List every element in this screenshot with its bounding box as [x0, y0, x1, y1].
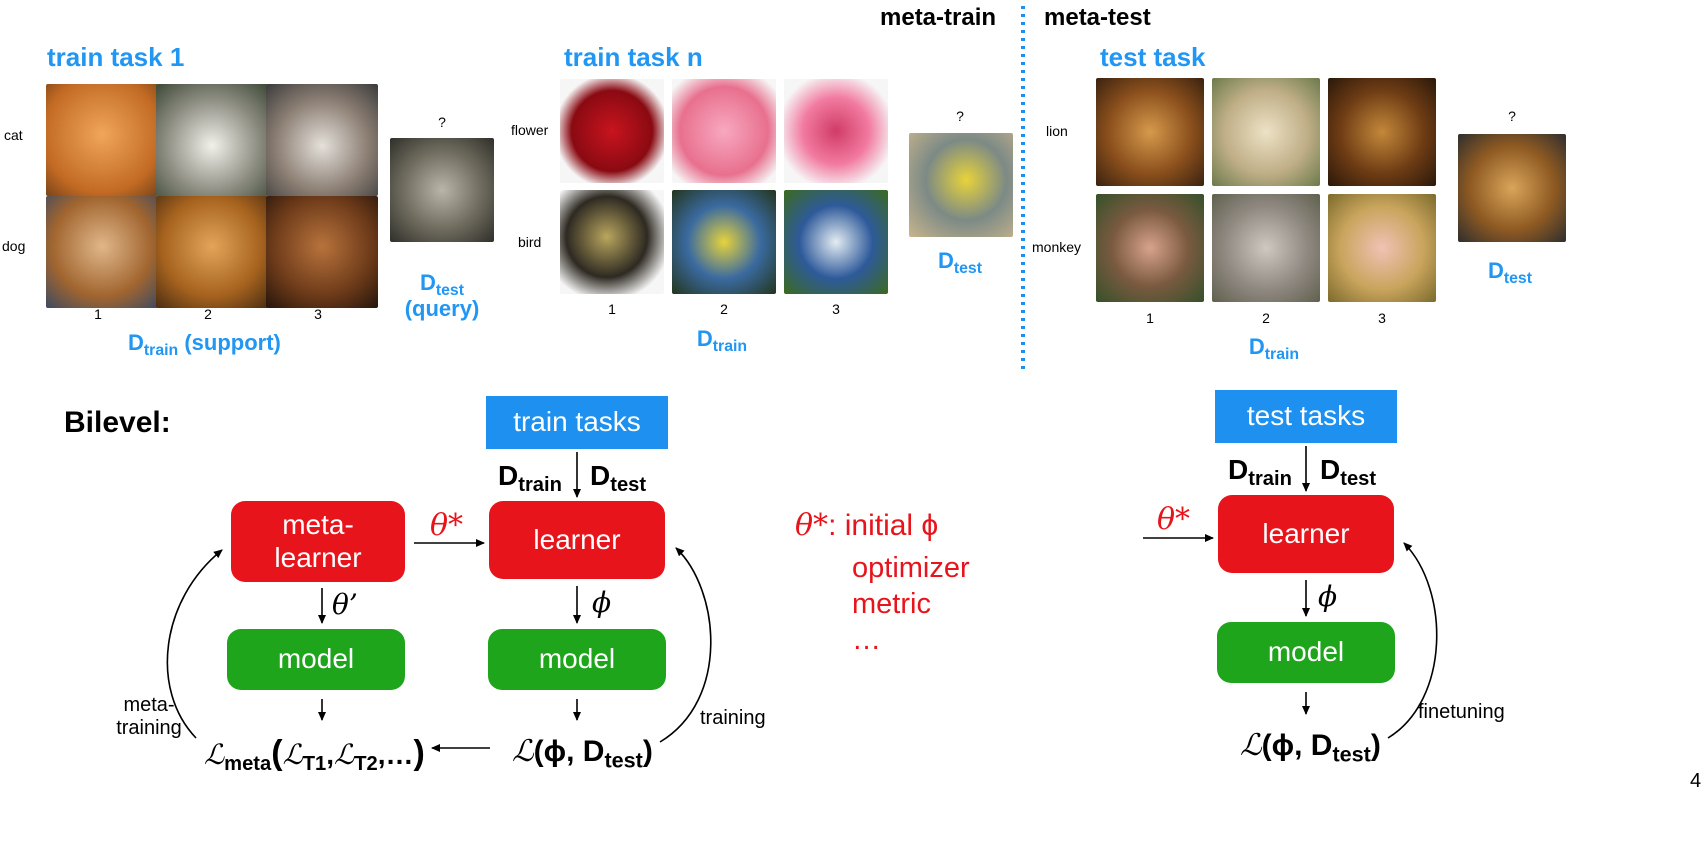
flower-photo-3	[784, 79, 888, 183]
column-label-3: 3	[314, 306, 322, 322]
dtest-query-label: Dtest	[419, 270, 465, 299]
theta-prime-label: θ’	[332, 588, 358, 621]
query-mark: ?	[438, 114, 446, 130]
model-box: model	[227, 629, 405, 690]
row-label-cat: cat	[4, 127, 23, 143]
column-label-2: 2	[204, 306, 212, 322]
training-label: training	[700, 707, 766, 729]
lion-query-photo	[1458, 134, 1566, 242]
option-ellipsis: …	[852, 624, 881, 656]
model-box: model	[1217, 622, 1395, 683]
row-label-monkey: monkey	[1032, 239, 1082, 255]
bilevel-heading: Bilevel:	[64, 406, 171, 439]
row-label-dog: dog	[2, 238, 26, 254]
meta-loss-expression: ℒmeta(ℒT1,ℒT2,…)	[204, 734, 425, 776]
train-tasks-box: train tasks	[486, 396, 668, 449]
learner-box: learner	[489, 501, 665, 579]
dtrain-label: Dtrain	[1228, 454, 1292, 491]
dtest-label: Dtest	[1320, 454, 1377, 491]
dtest-label: Dtest	[937, 248, 983, 277]
test-tasks-box: test tasks	[1215, 390, 1397, 443]
finetuning-label: finetuning	[1418, 701, 1505, 723]
dtest-label: Dtest	[590, 460, 647, 497]
cat-photo-2	[156, 84, 268, 196]
dog-photo-3	[266, 196, 378, 308]
test-task-title: test task	[1100, 42, 1206, 72]
bird-photo-3	[784, 190, 888, 294]
dtrain-label: Dtrain	[1248, 334, 1300, 363]
bird-query-photo	[909, 133, 1013, 237]
row-label-lion: lion	[1046, 123, 1068, 139]
monkey-photo-1	[1096, 194, 1204, 302]
option-metric: metric	[852, 588, 931, 620]
column-label-2: 2	[1262, 310, 1270, 326]
loss-expression: ℒ(ϕ, Dtest)	[512, 734, 653, 773]
row-label-bird: bird	[518, 234, 542, 250]
theta-star-initial: θ*: initial ϕ	[795, 508, 939, 543]
model-box: model	[488, 629, 666, 690]
monkey-photo-2	[1212, 194, 1320, 302]
theta-star-label: θ*	[430, 508, 464, 543]
train-task-n-title: train task n	[564, 42, 703, 72]
column-label-2: 2	[720, 301, 728, 317]
page-number: 4	[1690, 770, 1702, 792]
lion-photo-1	[1096, 78, 1204, 186]
cat-photo-3	[266, 84, 378, 196]
meta-training-curve	[166, 549, 223, 739]
train-task-1-title: train task 1	[47, 42, 185, 72]
training-curve	[659, 547, 712, 743]
phi-label: ϕ	[1318, 580, 1338, 613]
bird-photo-1	[560, 190, 664, 294]
dtrain-support-label: Dtrain (support)	[128, 330, 281, 359]
cat-query-photo	[390, 138, 494, 242]
query-mark: ?	[1508, 108, 1516, 124]
dog-photo-1	[46, 196, 158, 308]
flower-photo-1	[560, 79, 664, 183]
dtrain-label: Dtrain	[696, 326, 748, 355]
dtrain-label: Dtrain	[498, 460, 562, 497]
meta-learner-box: meta-learner	[231, 501, 405, 582]
column-label-1: 1	[1146, 310, 1154, 326]
row-label-flower: flower	[511, 122, 549, 138]
query-mark: ?	[956, 108, 964, 124]
column-label-3: 3	[832, 301, 840, 317]
monkey-photo-3	[1328, 194, 1436, 302]
column-label-1: 1	[94, 306, 102, 322]
bird-photo-2	[672, 190, 776, 294]
query-label: (query)	[404, 296, 480, 321]
lion-photo-2	[1212, 78, 1320, 186]
dtest-label: Dtest	[1487, 258, 1533, 287]
theta-star-label: θ*	[1157, 502, 1191, 537]
flower-photo-2	[672, 79, 776, 183]
phi-label: ϕ	[592, 586, 612, 619]
meta-training-label: meta-training	[116, 694, 182, 739]
cat-photo-1	[46, 84, 158, 196]
learner-box: learner	[1218, 495, 1394, 573]
column-label-3: 3	[1378, 310, 1386, 326]
lion-photo-3	[1328, 78, 1436, 186]
meta-test-label: meta-test	[1044, 4, 1151, 31]
meta-train-label: meta-train	[880, 4, 997, 31]
column-label-1: 1	[608, 301, 616, 317]
dog-photo-2	[156, 196, 268, 308]
loss-expression: ℒ(ϕ, Dtest)	[1240, 728, 1381, 767]
option-optimizer: optimizer	[852, 552, 970, 584]
finetuning-curve	[1387, 542, 1438, 739]
